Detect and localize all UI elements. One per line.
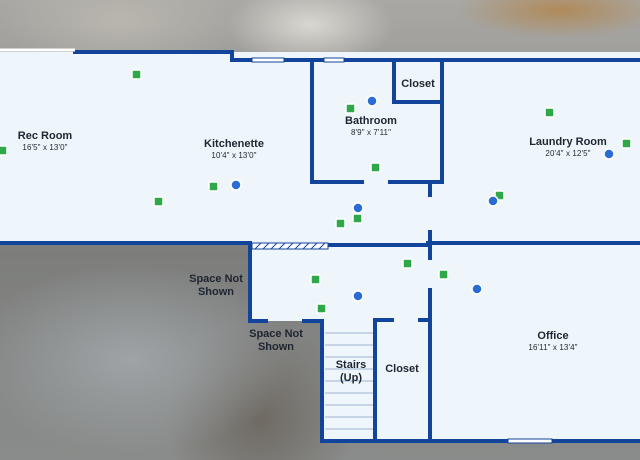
laundry-room-label: Laundry Room 20'4" x 12'5" [529, 136, 607, 159]
camera-marker-icon[interactable] [544, 107, 555, 118]
room-name: Bathroom [345, 115, 397, 127]
room-name-line1: Space Not [189, 273, 243, 285]
room-dimensions: 16'11" x 13'4" [528, 343, 578, 353]
door-hatch [251, 242, 329, 250]
camera-marker-icon[interactable] [335, 218, 346, 229]
position-marker-icon[interactable] [230, 179, 242, 191]
walls [0, 50, 640, 443]
camera-marker-icon[interactable] [0, 145, 8, 156]
camera-markers[interactable] [0, 69, 632, 314]
floor-fill [0, 52, 640, 441]
space-not-shown-label-1: Space Not Shown [189, 273, 243, 299]
stairs-label: Stairs (Up) [336, 359, 367, 385]
stair-treads [325, 332, 373, 430]
camera-marker-icon[interactable] [153, 196, 164, 207]
room-name: Kitchenette [204, 138, 264, 150]
camera-marker-icon[interactable] [438, 269, 449, 280]
rec-room-label: Rec Room 16'5" x 13'0" [18, 130, 72, 153]
closet-top-label: Closet [401, 78, 435, 91]
camera-marker-icon[interactable] [621, 138, 632, 149]
room-dimensions: 16'5" x 13'0" [22, 143, 68, 153]
position-marker-icon[interactable] [352, 290, 364, 302]
space-not-shown-label-2: Space Not Shown [249, 328, 303, 354]
camera-marker-icon[interactable] [316, 303, 327, 314]
camera-marker-icon[interactable] [402, 258, 413, 269]
room-name-line2: Shown [257, 341, 295, 354]
room-name-line2: Shown [197, 286, 235, 299]
room-dimensions: 8'9" x 7'11" [350, 128, 392, 138]
camera-marker-icon[interactable] [370, 162, 381, 173]
room-dimensions: 20'4" x 12'5" [545, 149, 591, 159]
room-name-line1: Stairs [335, 359, 367, 371]
camera-marker-icon[interactable] [208, 181, 219, 192]
openings [0, 48, 553, 444]
room-name-line2: (Up) [339, 372, 362, 385]
room-name-line1: Space Not [249, 328, 303, 340]
position-marker-icon[interactable] [471, 283, 483, 295]
position-marker-icon[interactable] [603, 148, 615, 160]
position-marker-icon[interactable] [487, 195, 499, 207]
camera-marker-icon[interactable] [352, 213, 363, 224]
position-marker-icon[interactable] [366, 95, 378, 107]
position-markers[interactable] [230, 95, 615, 302]
room-name: Rec Room [17, 130, 73, 142]
camera-marker-icon[interactable] [345, 103, 356, 114]
position-marker-icon[interactable] [352, 202, 364, 214]
bathroom-label: Bathroom 8'9" x 7'11" [345, 115, 397, 138]
room-name: Closet [401, 78, 435, 90]
camera-marker-icon[interactable] [131, 69, 142, 80]
room-name: Office [537, 330, 569, 342]
office-label: Office 16'11" x 13'4" [528, 330, 577, 353]
closet-bottom-label: Closet [385, 363, 419, 376]
room-name: Closet [385, 363, 419, 375]
camera-marker-icon[interactable] [310, 274, 321, 285]
room-name: Laundry Room [529, 136, 607, 148]
kitchenette-label: Kitchenette 10'4" x 13'0" [204, 138, 264, 161]
room-dimensions: 10'4" x 13'0" [211, 151, 257, 161]
